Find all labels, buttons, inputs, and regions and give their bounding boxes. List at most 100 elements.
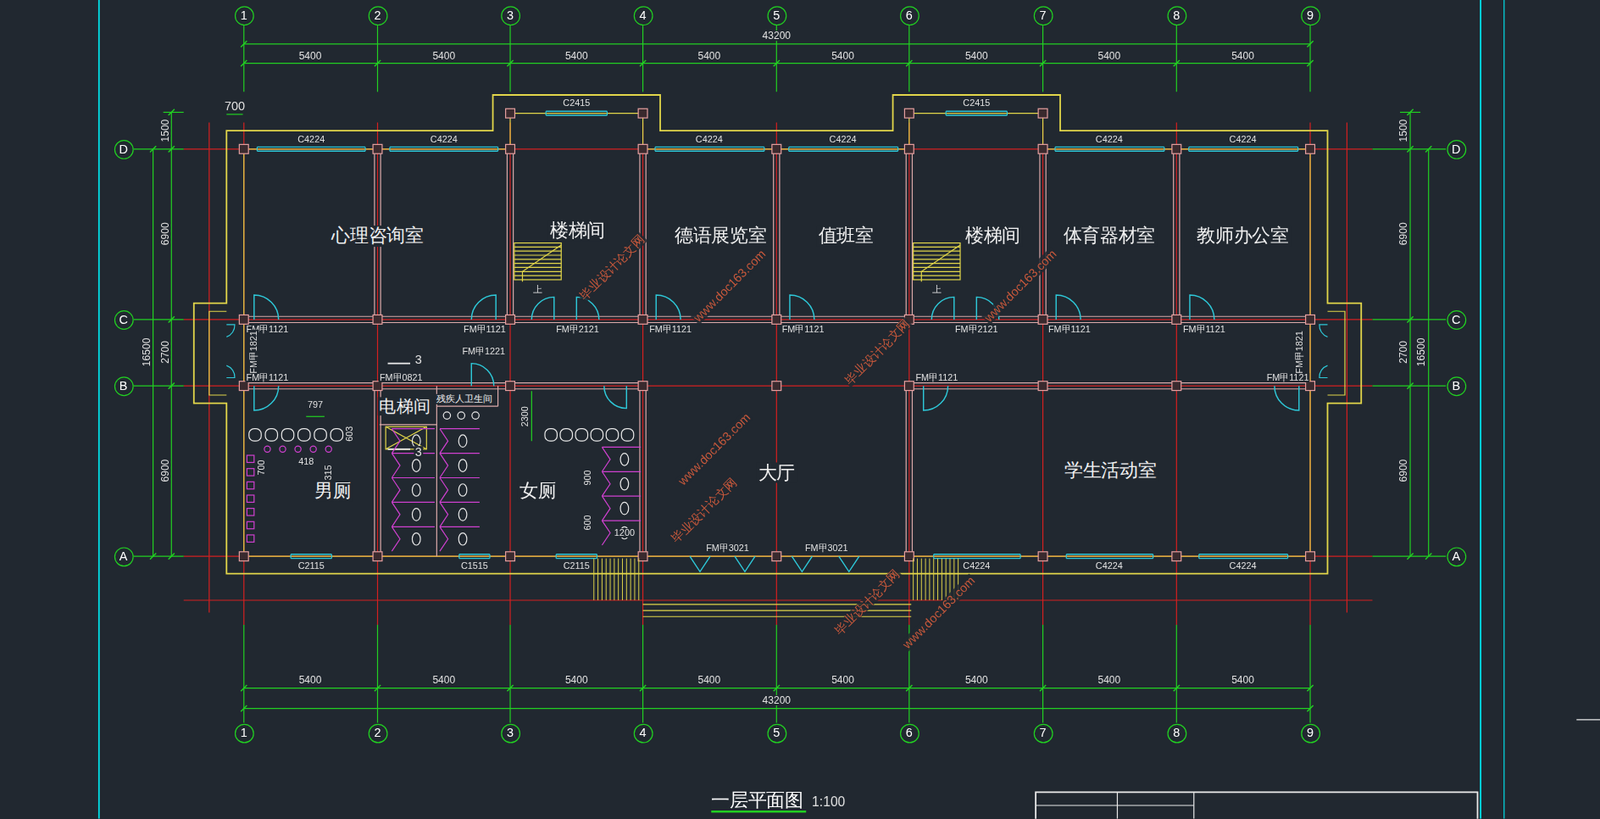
axis-bubble: C [1446,309,1467,329]
column [1305,144,1316,154]
interior-wall [506,149,508,320]
annotation: 5400 [431,674,456,685]
dimension-line [171,111,173,556]
toilet-stall [439,526,480,551]
toilet-stall [601,520,641,545]
column [638,108,648,118]
axis-bubble: B [1446,376,1467,396]
axis-number: A [119,550,128,562]
extension-line [1042,25,1044,92]
dimension-line [244,62,1311,64]
interior-wall [905,149,907,320]
window [945,111,1007,112]
annotation: FM甲2121 [954,324,1000,334]
window [545,114,607,116]
interior-wall [645,149,647,320]
window [655,150,765,151]
column [372,314,383,324]
room-name: 心理咨询室 [329,224,426,246]
axis-bubble: A [113,546,134,567]
extension-line [133,385,184,387]
exterior-wall [244,113,1311,557]
column [904,144,914,154]
axis-number: 8 [1172,9,1180,22]
axis-bubble: 6 [899,5,919,26]
column [505,144,516,154]
axis-number: 8 [1172,726,1180,739]
step-hatch [912,558,914,600]
dimension-line [244,43,1311,45]
interior-wall [905,385,907,556]
dimension-tick [1306,40,1313,47]
stair-tread [514,254,562,256]
interior-wall [244,388,644,389]
axis-line [1042,122,1044,624]
annotation: FM甲1121 [648,324,693,334]
watermark: 毕业设计论文网 [832,566,903,638]
door-swing [923,385,949,411]
toilet [458,508,467,521]
annotation: FM甲1821 [249,329,259,375]
window [545,111,547,116]
axis-bubble: 7 [1033,722,1053,743]
door-swing [1274,385,1300,411]
window [459,553,490,555]
column [505,314,516,324]
stair-tread [913,254,961,256]
toilet-stall [391,501,435,527]
column [1038,551,1048,562]
door-swing [254,385,279,411]
annotation: 5400 [696,50,722,62]
annotation: 6900 [1399,457,1410,483]
annotation: 700 [223,100,247,112]
column [1172,314,1182,324]
toilet [458,434,467,447]
annotation: 16500 [141,336,152,367]
annotation: FM甲1121 [1047,324,1092,334]
frame-line [1503,0,1505,819]
stair-tread [913,246,961,248]
annotation: FM甲1121 [1182,324,1227,334]
annotation: C4224 [827,135,857,145]
annotation: FM甲0821 [378,372,424,383]
annotation: FM甲1221 [461,347,506,357]
toilet [411,508,421,521]
column [638,381,648,391]
column [238,551,249,562]
window [1297,146,1299,151]
annotation: 5400 [431,50,456,62]
room-name: 值班室 [816,224,876,246]
toilet-stall [601,471,641,496]
annotation: 5400 [830,674,856,685]
annotation: 上 [931,285,943,295]
column [238,381,249,391]
room-label: 体育器材室 [1061,224,1157,246]
dimension-line [244,687,1311,689]
window [945,111,947,116]
window [1198,554,1200,559]
interior-wall [244,382,644,384]
axis-line [908,122,910,624]
step-hatch [601,558,603,600]
window [364,146,366,151]
section-mark [388,448,411,450]
window [555,557,597,559]
axis-bubble: 5 [766,5,787,26]
step-hatch [945,558,947,600]
axis-number: 1 [240,726,248,739]
axis-bubble: 2 [367,5,388,26]
annotation: C2115 [296,561,326,572]
window [1054,146,1056,151]
door-swing [471,294,496,320]
column [1305,551,1316,562]
fixture [264,445,271,452]
axis-bubble: 5 [766,722,787,743]
annotation: C2415 [561,98,591,108]
window [331,554,333,559]
toilet-stall [391,526,435,551]
axis-bubble: D [1446,138,1467,159]
annotation: 797 [306,400,325,411]
interior-wall [772,149,774,320]
extension-line [133,555,184,557]
axis-number: D [1451,143,1461,156]
